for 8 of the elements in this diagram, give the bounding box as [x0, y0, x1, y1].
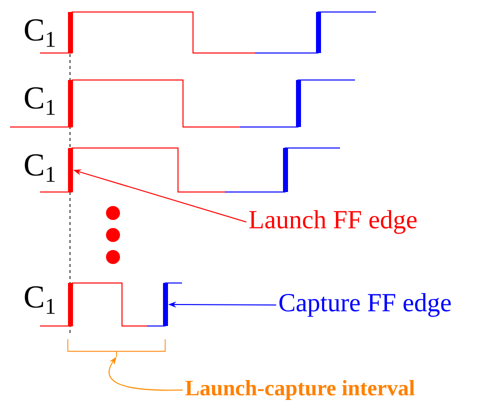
- signal-label: C$_{1}$: [24, 154, 55, 182]
- signal-label: C$_{1}$: [24, 19, 55, 47]
- interval-label: Launch-capture interval: [185, 380, 415, 400]
- signal-label: C$_{1}$: [24, 286, 55, 314]
- signal-label: C$_{1}$: [24, 87, 55, 115]
- callout-text: Capture FF edge: [279, 293, 451, 317]
- bracket: [67, 338, 166, 358]
- callout-text: Launch FF edge: [249, 210, 417, 234]
